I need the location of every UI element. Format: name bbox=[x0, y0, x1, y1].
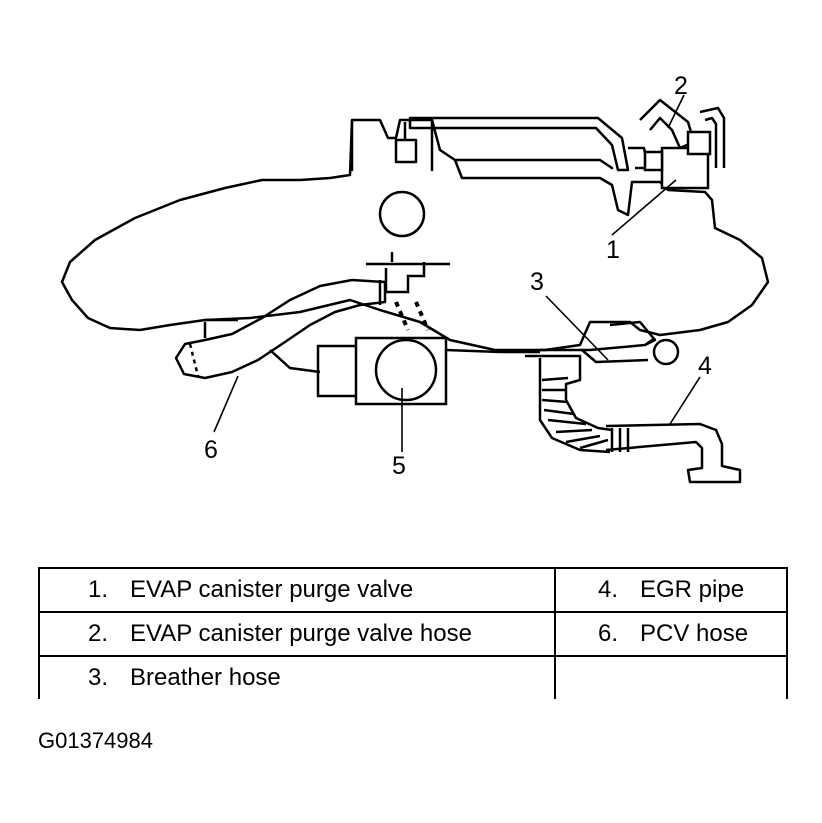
legend-cell: 6. PCV hose bbox=[554, 611, 788, 657]
legend-row: 2. EVAP canister purge valve hose 6. PCV h… bbox=[38, 611, 788, 657]
legend-cell bbox=[554, 655, 788, 699]
figure-code: G01374984 bbox=[38, 728, 153, 753]
legend-cell: 4. EGR pipe bbox=[554, 567, 788, 613]
legend-text: PCV hose bbox=[640, 620, 749, 647]
legend-row: 1. EVAP canister purge valve 4. EGR pipe bbox=[38, 567, 788, 613]
evap-purge-valve bbox=[643, 130, 712, 190]
callout-5: 5 bbox=[392, 452, 406, 480]
legend-text: EVAP canister purge valve hose bbox=[130, 620, 472, 647]
engine-diagram: 1 2 3 4 5 6 bbox=[60, 72, 770, 484]
legend-table: 1. EVAP canister purge valve 4. EGR pipe 2… bbox=[38, 567, 788, 699]
legend-text: EGR pipe bbox=[640, 576, 745, 603]
legend-number: 1. bbox=[87, 576, 108, 603]
legend-row: 3. Breather hose bbox=[38, 655, 788, 699]
pcv-valve-fitting bbox=[366, 252, 450, 331]
callout-6: 6 bbox=[204, 436, 218, 464]
legend-cell: 3. Breather hose bbox=[38, 655, 556, 699]
pcv-hose bbox=[174, 278, 387, 380]
breather-hose bbox=[525, 320, 680, 454]
legend-text: EVAP canister purge valve bbox=[130, 576, 414, 603]
callout-1: 1 bbox=[606, 236, 620, 264]
callout-3: 3 bbox=[530, 268, 544, 296]
egr-pipe bbox=[605, 422, 742, 484]
leader-lines bbox=[213, 94, 701, 452]
egr-valve bbox=[269, 336, 540, 406]
callout-labels: 1 2 3 4 5 6 bbox=[204, 72, 712, 480]
callout-2: 2 bbox=[674, 72, 688, 100]
legend-text: Breather hose bbox=[130, 664, 281, 691]
legend-number: 6. bbox=[597, 620, 618, 647]
legend-number: 2. bbox=[87, 620, 108, 647]
legend-cell: 2. EVAP canister purge valve hose bbox=[38, 611, 556, 657]
callout-4: 4 bbox=[698, 352, 712, 380]
legend-cell: 1. EVAP canister purge valve bbox=[38, 567, 556, 613]
legend-number: 3. bbox=[87, 664, 108, 691]
legend-number: 4. bbox=[597, 576, 618, 603]
